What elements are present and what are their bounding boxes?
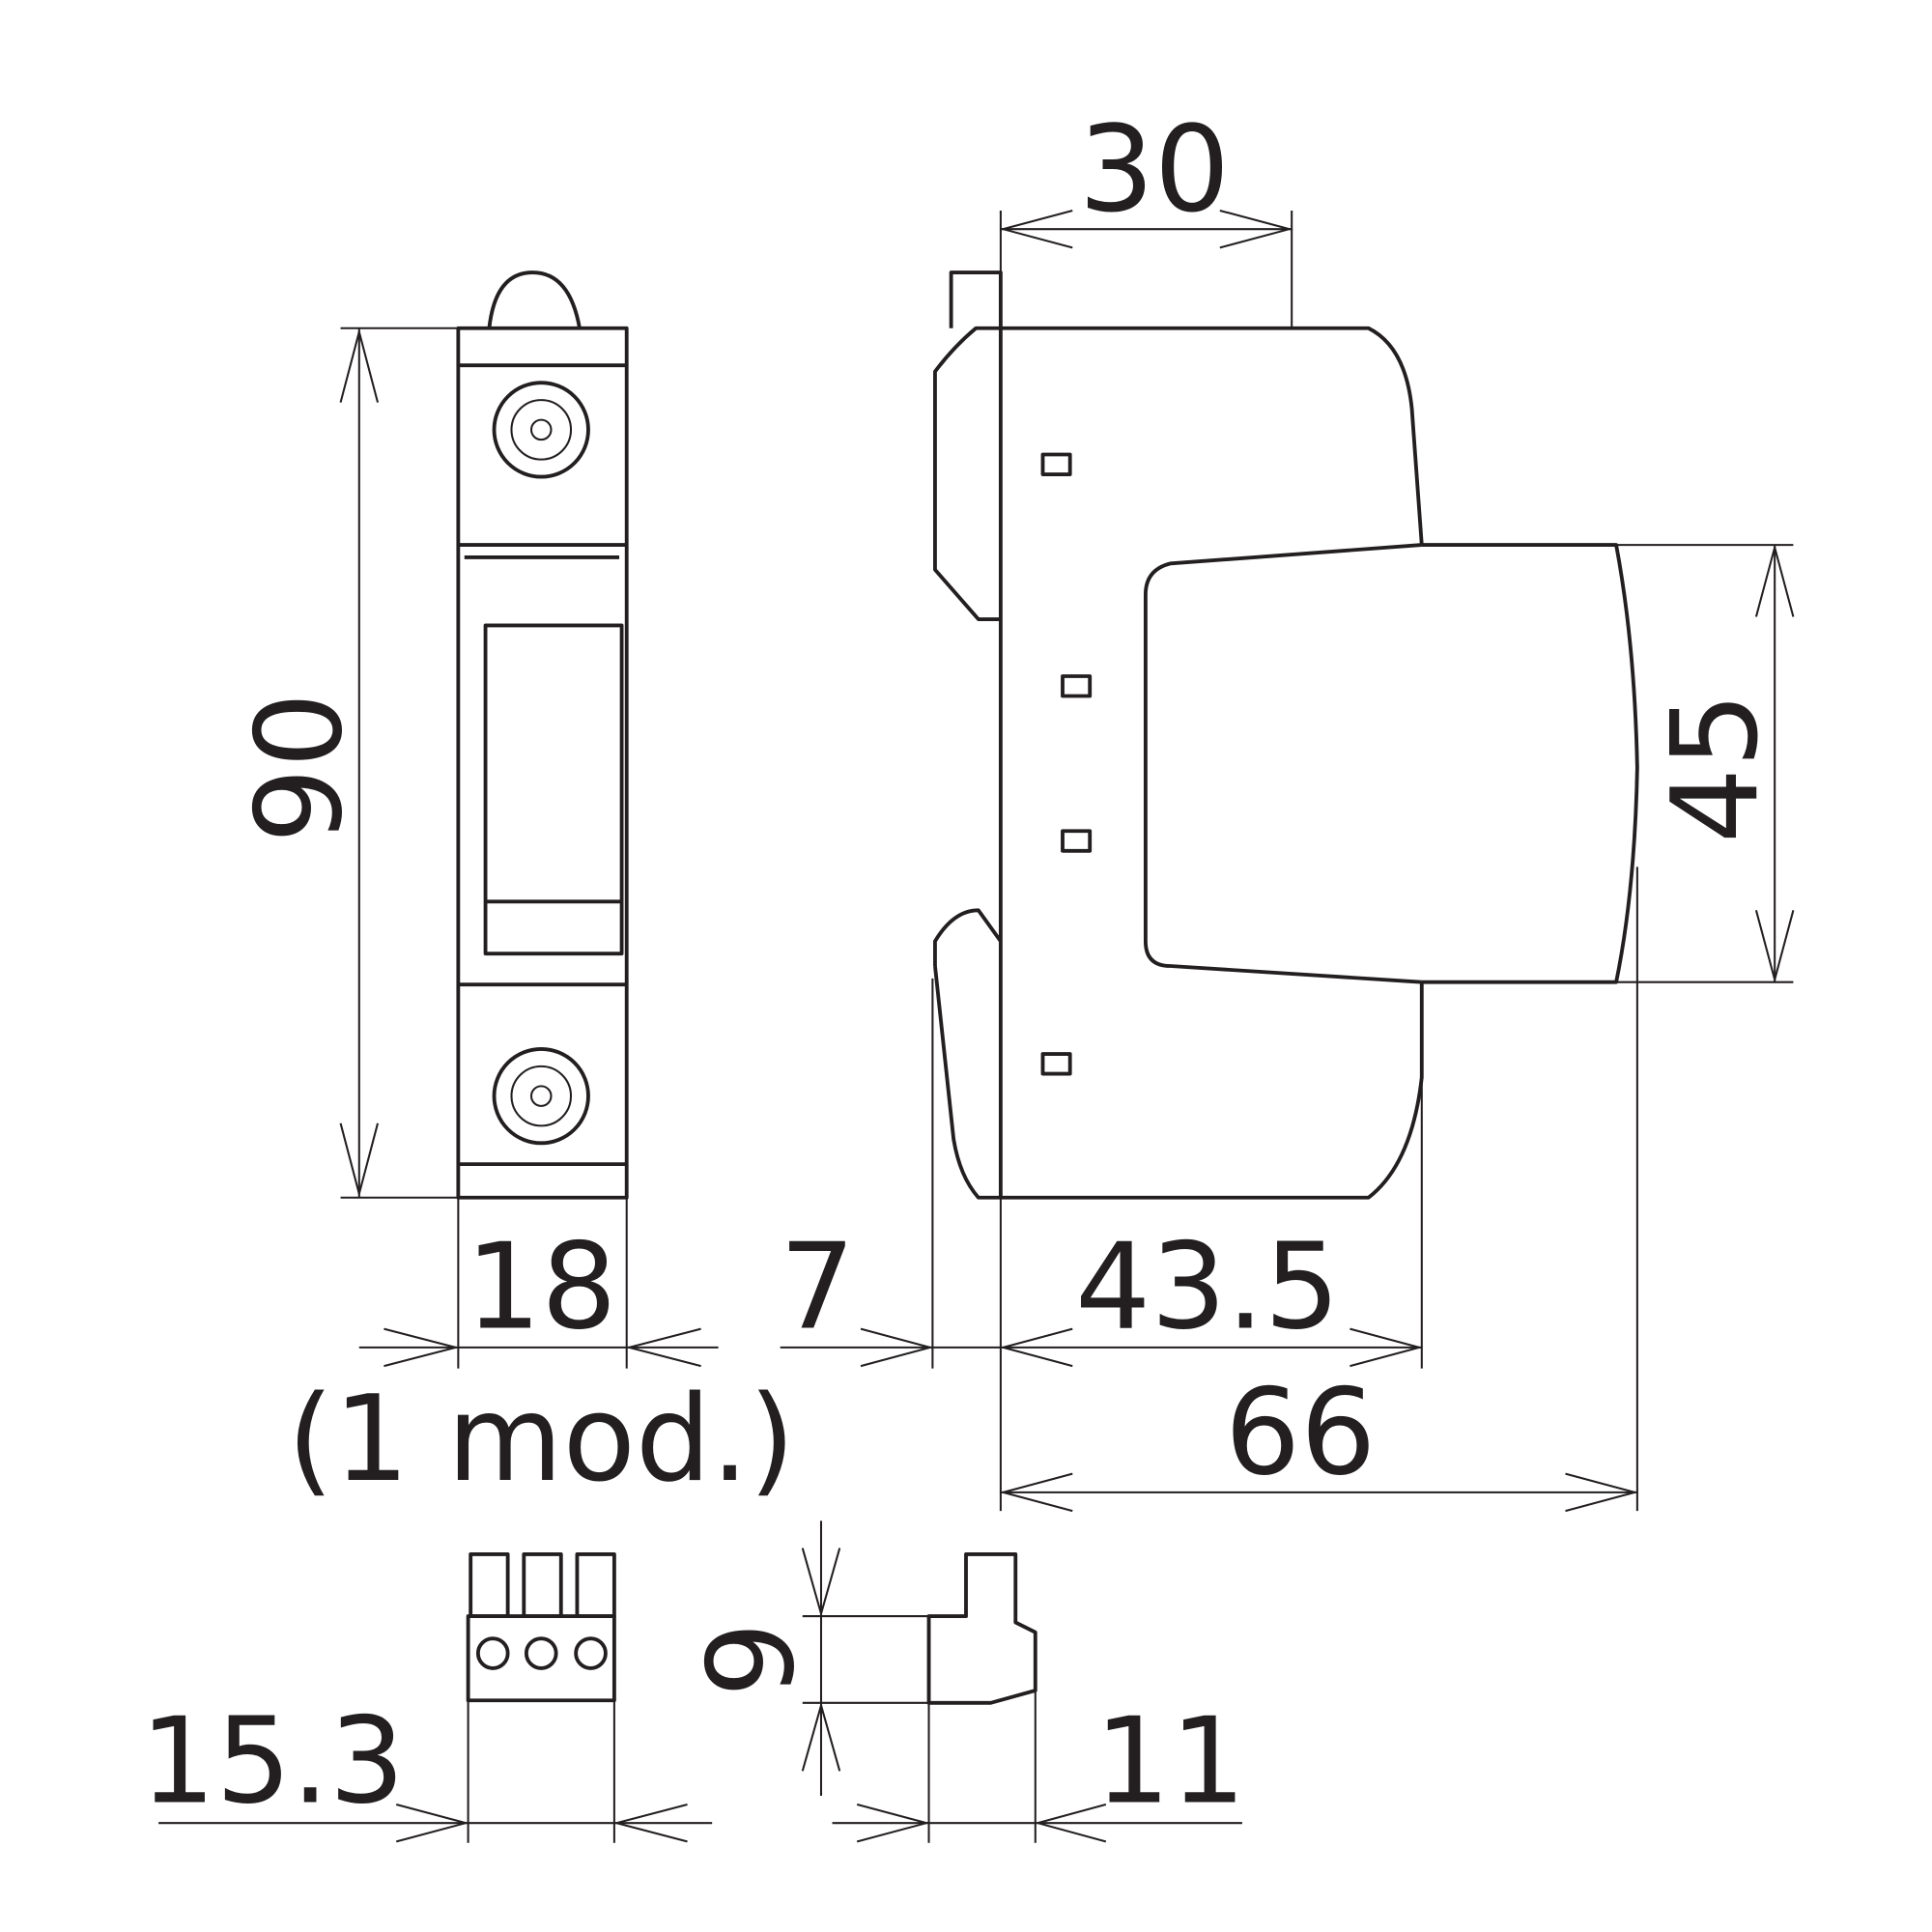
dim-label-43-5: 43.5 (1075, 1218, 1340, 1356)
dim-label-11: 11 (1094, 1692, 1246, 1831)
dim-label-66: 66 (1225, 1365, 1377, 1503)
screw-icon (492, 1046, 590, 1146)
dim-label-module: (1 mod.) (287, 1371, 795, 1509)
screw-icon (492, 381, 590, 479)
dim-label-9: 9 (684, 1622, 822, 1697)
terminal-front-view (466, 1552, 616, 1703)
dim-label-7: 7 (780, 1218, 855, 1356)
dim-label-18: 18 (466, 1218, 617, 1356)
dim-label-15-3: 15.3 (140, 1692, 405, 1831)
dimension-lines (158, 209, 1795, 1843)
dim-label-45: 45 (1647, 693, 1785, 844)
dim-label-90: 90 (232, 693, 370, 844)
dim-label-30: 30 (1079, 101, 1231, 240)
front-view (456, 270, 629, 1200)
side-view (933, 270, 1639, 1200)
terminal-side-view (926, 1552, 1037, 1705)
